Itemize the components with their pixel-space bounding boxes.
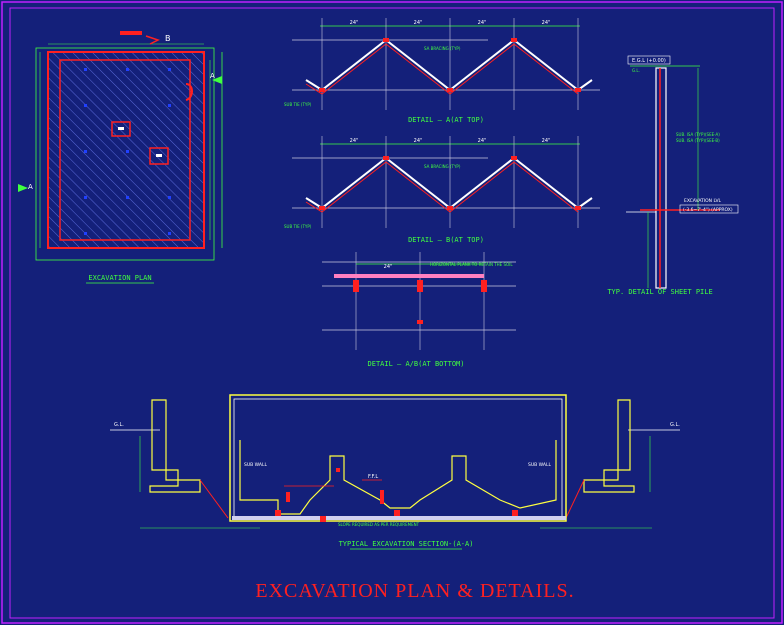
typical-section: G.L. G.L. F.F.L SUB WALL SUB WALL SLOPE …	[110, 394, 680, 550]
detail-a: 24" 24" 24" 24" SUB TIE (TYP) SA BRACING…	[284, 18, 600, 124]
section-left-wall	[149, 399, 201, 493]
detail-a-note-left: SUB TIE (TYP)	[284, 102, 312, 107]
plan-inner-boundary	[59, 59, 191, 241]
detail-a-dim-2: 24"	[414, 20, 423, 26]
detail-a-dim-1: 24"	[350, 20, 359, 26]
detail-b-dim-4: 24"	[542, 138, 551, 144]
section-sub-wall-left: SUB WALL	[244, 462, 267, 468]
detail-a-dim-4: 24"	[542, 20, 551, 26]
marker-a-left-arrow	[18, 184, 28, 192]
sheet-pile-excavation-level: EXCAVATION LVL	[684, 198, 722, 204]
detail-ab-note: HORIZONTAL PLANK TO RETAIN THE SOIL	[430, 262, 513, 267]
section-right-wall	[583, 399, 635, 493]
section-ffl: F.F.L	[368, 474, 378, 480]
section-gl-left: G.L.	[114, 422, 124, 428]
sheet-pile-detail: E.G.L (+0.00) G.L. SUB. ISA (TYP)(SEE-A)…	[607, 55, 739, 296]
section-sub-wall-right: SUB WALL	[528, 462, 551, 468]
detail-b-note-left: SUB TIE (TYP)	[284, 224, 312, 229]
detail-b-dim-1: 24"	[350, 138, 359, 144]
sheet-pile-top-tag-box	[627, 55, 671, 65]
detail-a-title: DETAIL – A(AT TOP)	[408, 116, 484, 124]
detail-ab-title: DETAIL – A/B(AT BOTTOM)	[368, 360, 465, 368]
plan-outer-dim-line	[35, 47, 215, 261]
main-title: EXCAVATION PLAN & DETAILS.	[255, 580, 574, 602]
marker-b-label: B	[165, 34, 171, 43]
marker-a-left-label: A	[28, 183, 33, 191]
marker-b-arrow	[145, 35, 160, 45]
detail-ab-plank	[334, 274, 484, 278]
detail-a-note-right: SA BRACING (TYP)	[424, 46, 461, 51]
plan-corner-detail	[185, 83, 193, 101]
plan-pit-fill-2	[156, 154, 162, 157]
plan-pit-fill	[118, 127, 124, 130]
plan-title: EXCAVATION PLAN	[88, 274, 151, 282]
detail-b-dim-3: 24"	[478, 138, 487, 144]
plan-column-markers	[84, 68, 171, 235]
detail-a-dim-3: 24"	[478, 20, 487, 26]
marker-a-right-arrow	[212, 76, 222, 84]
section-footing-outline	[239, 440, 557, 515]
sheet-inner-border	[9, 7, 775, 619]
section-title: TYPICAL EXCAVATION SECTION-(A-A)	[339, 540, 474, 548]
detail-b: 24" 24" 24" 24" SUB TIE (TYP) SA BRACING…	[284, 136, 600, 244]
sheet-pile-body	[655, 67, 667, 289]
sheet-pile-top-tag: E.G.L (+0.00)	[632, 58, 666, 64]
marker-a-right-label: A	[210, 72, 215, 80]
detail-b-dim-2: 24"	[414, 138, 423, 144]
marker-b-bar	[120, 31, 142, 35]
plan-lift-pit	[149, 147, 169, 165]
sheet-pile-excavation-value: (-3.6~7'-4") (APPROX)	[683, 207, 733, 213]
sheet-pile-note-2: SUB. ISA (TYP)(SEE-B)	[676, 138, 720, 143]
detail-ab-dim: 24"	[384, 264, 393, 270]
detail-b-title: DETAIL – B(AT TOP)	[408, 236, 484, 244]
section-gl-right: G.L.	[670, 422, 680, 428]
sheet-pile-title: TYP. DETAIL OF SHEET PILE	[607, 288, 712, 296]
plan-stair-pit	[111, 121, 131, 137]
section-base-slab	[232, 516, 566, 520]
detail-b-note-right: SA BRACING (TYP)	[424, 164, 461, 169]
detail-ab: 24" HORIZONTAL PLANK TO RETAIN THE SOIL …	[322, 252, 516, 368]
excavation-plan: B A A EXCAVATION PLAN	[18, 31, 223, 284]
section-building-outline	[229, 394, 567, 522]
section-bottom-note: SLOPE REQUIRED AS PER REQUIREMENT	[338, 522, 420, 527]
sheet-pile-note-1: SUB. ISA (TYP)(SEE-A)	[676, 132, 720, 137]
sheet-pile-ground: G.L.	[632, 68, 640, 73]
